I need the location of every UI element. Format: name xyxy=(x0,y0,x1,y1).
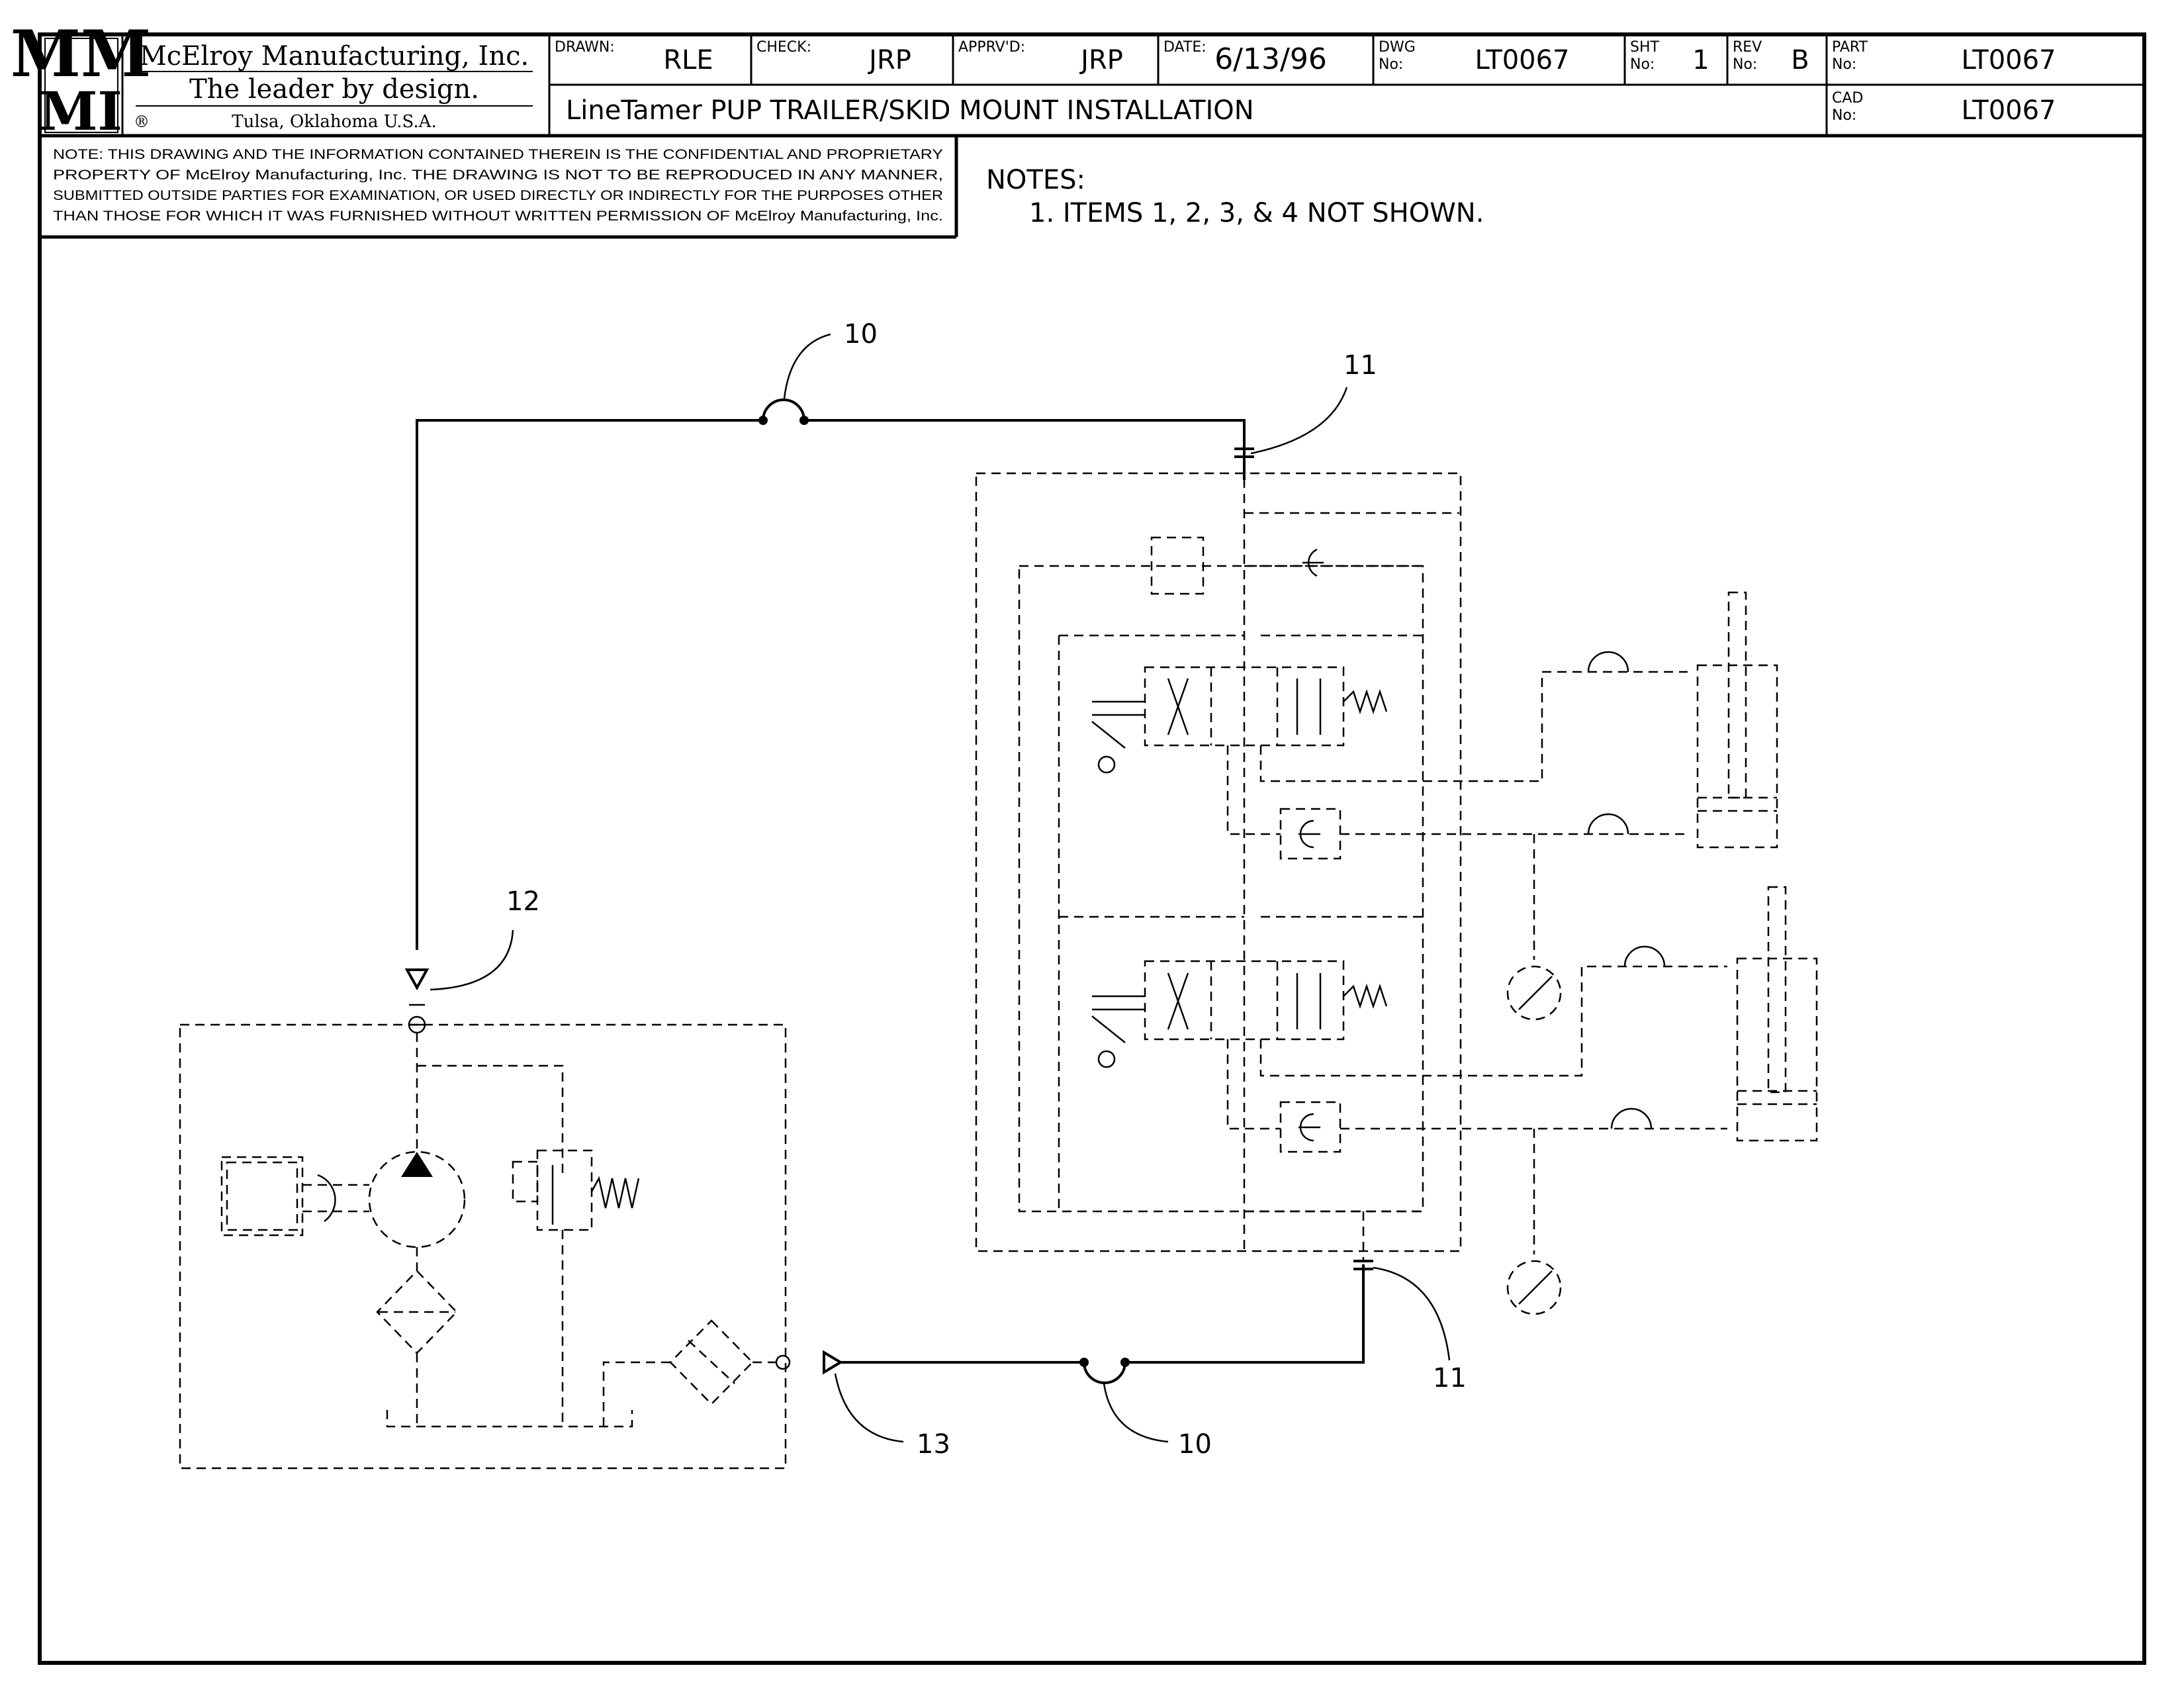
return-hose xyxy=(823,1264,1365,1384)
confidential-line-2: PROPERTY OF McElroy Manufacturing, Inc. … xyxy=(53,167,943,183)
confidential-notice: NOTE: THIS DRAWING AND THE INFORMATION C… xyxy=(40,136,958,239)
valve-manifold xyxy=(975,463,1727,1261)
logo xyxy=(44,38,118,133)
dwg-no-value: LT0067 xyxy=(1475,45,1569,75)
dwg-label: DWG xyxy=(1379,39,1416,56)
part-no-label: No: xyxy=(1832,56,1856,73)
apprvd-value: JRP xyxy=(1079,45,1123,75)
gauge-1 xyxy=(1506,834,1562,1021)
callout-11-bottom: 11 xyxy=(1433,1363,1467,1393)
confidential-line-1: NOTE: THIS DRAWING AND THE INFORMATION C… xyxy=(53,147,943,162)
part-no-value: LT0067 xyxy=(1961,45,2056,75)
cylinder-2 xyxy=(1610,886,1818,1142)
confidential-line-3: SUBMITTED OUTSIDE PARTIES FOR EXAMINATIO… xyxy=(53,188,943,203)
date-label: DATE: xyxy=(1163,39,1206,56)
callout-11-top: 11 xyxy=(1343,350,1377,381)
sht-no-label: No: xyxy=(1630,56,1655,73)
power-unit xyxy=(179,1004,791,1470)
part-label: PART xyxy=(1832,39,1868,56)
check-label: CHECK: xyxy=(756,39,811,56)
callout-13: 13 xyxy=(917,1429,950,1460)
company-slogan: The leader by design. xyxy=(189,74,479,105)
notes-heading: NOTES: xyxy=(986,165,1085,195)
rev-no-value: B xyxy=(1791,45,1809,75)
notes-item-1: 1. ITEMS 1, 2, 3, & 4 NOT SHOWN. xyxy=(1029,198,1484,228)
dwg-no-label: No: xyxy=(1379,56,1403,73)
rev-no-label: No: xyxy=(1733,56,1757,73)
cad-no-value: LT0067 xyxy=(1961,95,2056,126)
pressure-hose xyxy=(404,399,1246,991)
confidential-line-4: THAN THOSE FOR WHICH IT WAS FURNISHED WI… xyxy=(53,209,943,224)
drawing-title: LineTamer PUP TRAILER/SKID MOUNT INSTALL… xyxy=(566,95,1254,126)
sht-no-value: 1 xyxy=(1692,45,1709,75)
callout-12: 12 xyxy=(506,886,540,917)
check-value: JRP xyxy=(867,45,911,75)
callout-10-bottom: 10 xyxy=(1178,1429,1212,1460)
company-name: McElroy Manufacturing, Inc. xyxy=(140,41,529,71)
registered-mark: ® xyxy=(134,113,150,131)
drawn-label: DRAWN: xyxy=(555,39,615,56)
gauge-2 xyxy=(1506,1129,1562,1315)
logo-mm: MM xyxy=(11,17,152,91)
coupler-11-top xyxy=(1234,447,1254,458)
rev-label: REV xyxy=(1733,39,1762,56)
title-block: MM MI McElroy Manufacturing, Inc. The le… xyxy=(11,17,2144,142)
sheet-border xyxy=(38,32,2146,1665)
cylinder-1 xyxy=(1587,591,1778,849)
cad-no-label: No: xyxy=(1832,107,1856,124)
cad-label: CAD xyxy=(1832,90,1863,107)
sht-label: SHT xyxy=(1630,39,1660,56)
callout-10-top: 10 xyxy=(844,319,878,350)
apprvd-label: APPRV'D: xyxy=(958,39,1025,56)
drawn-value: RLE xyxy=(663,45,713,75)
callout-leaders xyxy=(430,333,1451,1443)
company-location: Tulsa, Oklahoma U.S.A. xyxy=(232,112,436,132)
date-value: 6/13/96 xyxy=(1214,42,1327,76)
